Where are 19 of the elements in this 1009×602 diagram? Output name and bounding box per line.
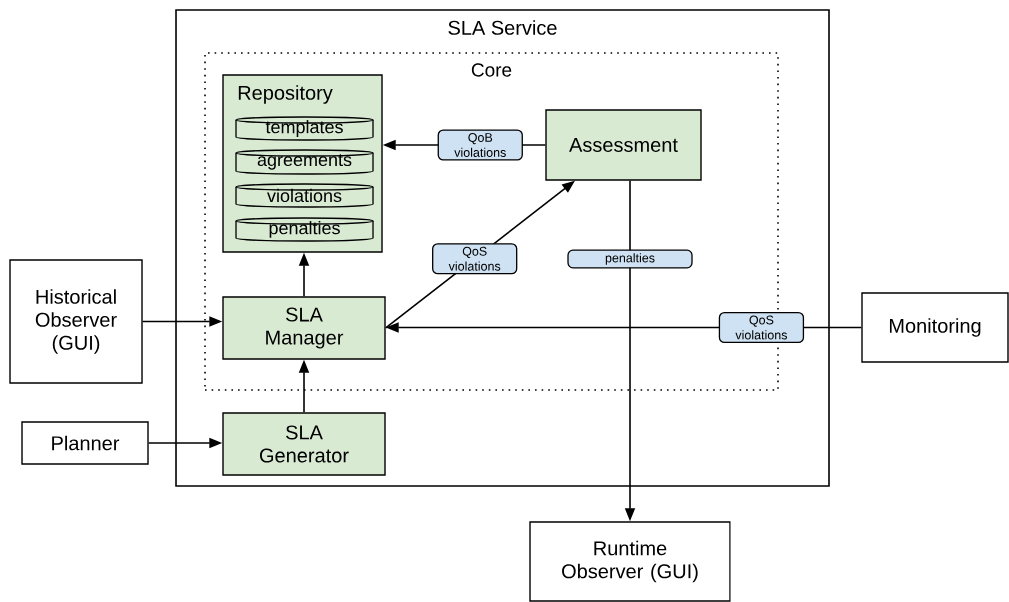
edge-label: QoS violations	[718, 311, 805, 344]
database-cylinder: templates	[235, 116, 374, 141]
node-label: templates	[265, 120, 343, 137]
external-box: Monitoring	[861, 292, 1009, 363]
database-cylinder: agreements	[235, 149, 374, 175]
external-box: Planner	[21, 421, 149, 465]
node-label: agreements	[257, 154, 352, 170]
external-box: Historical Observer (GUI)	[9, 259, 143, 384]
edge-label: QoB violations	[437, 129, 523, 161]
node-label: penalties	[269, 221, 340, 238]
node-label: violations	[267, 188, 342, 203]
component-box: SLA Generator	[222, 412, 386, 476]
edge-label: penalties	[567, 249, 693, 269]
external-box: Runtime Observer (GUI)	[529, 521, 731, 602]
edge-label: QoS violations	[432, 243, 518, 275]
component-box: SLA Manager	[222, 296, 386, 360]
database-cylinder: penalties	[235, 217, 374, 242]
component-box: Assessment	[545, 109, 702, 181]
database-cylinder: violations	[235, 183, 374, 208]
